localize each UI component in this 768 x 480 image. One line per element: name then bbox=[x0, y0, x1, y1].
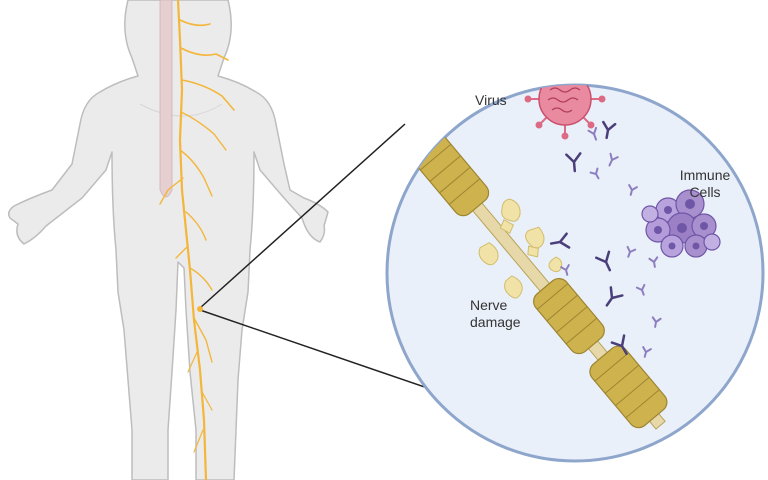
zoom-origin-dot bbox=[197, 306, 203, 312]
myelin-segment bbox=[533, 277, 605, 355]
antibody-icon bbox=[651, 316, 662, 328]
antibody-icon bbox=[605, 286, 624, 307]
human-body-icon bbox=[7, 0, 329, 480]
spinal-cord-icon bbox=[159, 0, 173, 198]
myelin-segment bbox=[589, 345, 668, 429]
label-immune-line1: Immune bbox=[679, 167, 731, 183]
antibody-icon bbox=[565, 152, 582, 173]
virus-icon bbox=[524, 85, 606, 140]
peripheral-nerve-icon bbox=[159, 0, 235, 480]
antibody-icon bbox=[602, 120, 617, 140]
label-immune-line2: Cells bbox=[689, 184, 721, 200]
antibody-icon bbox=[589, 167, 600, 180]
myelin-debris bbox=[478, 198, 563, 299]
antibody-icon bbox=[635, 283, 646, 296]
label-immune-cells: Immune Cells bbox=[665, 167, 745, 201]
label-nerve-line2: damage bbox=[470, 314, 521, 330]
label-nerve-line1: Nerve bbox=[470, 297, 508, 313]
antibody-icon bbox=[549, 232, 571, 249]
body-outline bbox=[7, 0, 329, 480]
antibody-icon bbox=[608, 152, 619, 167]
antibodies bbox=[549, 120, 662, 358]
antibody-icon bbox=[587, 126, 598, 141]
antibody-icon bbox=[642, 346, 652, 358]
antibody-icon bbox=[610, 334, 628, 356]
zoom-line-top bbox=[199, 123, 406, 309]
antibody-icon bbox=[595, 250, 612, 272]
label-nerve-damage: Nerve damage bbox=[470, 297, 521, 331]
antibody-icon bbox=[628, 184, 638, 196]
ribcage-line bbox=[139, 103, 223, 117]
antibody-icon bbox=[648, 256, 659, 268]
antibody-icon bbox=[560, 264, 570, 276]
immune-cell-cluster-icon bbox=[641, 189, 721, 258]
antibody-icon bbox=[626, 245, 637, 258]
label-virus: Virus bbox=[475, 92, 507, 108]
